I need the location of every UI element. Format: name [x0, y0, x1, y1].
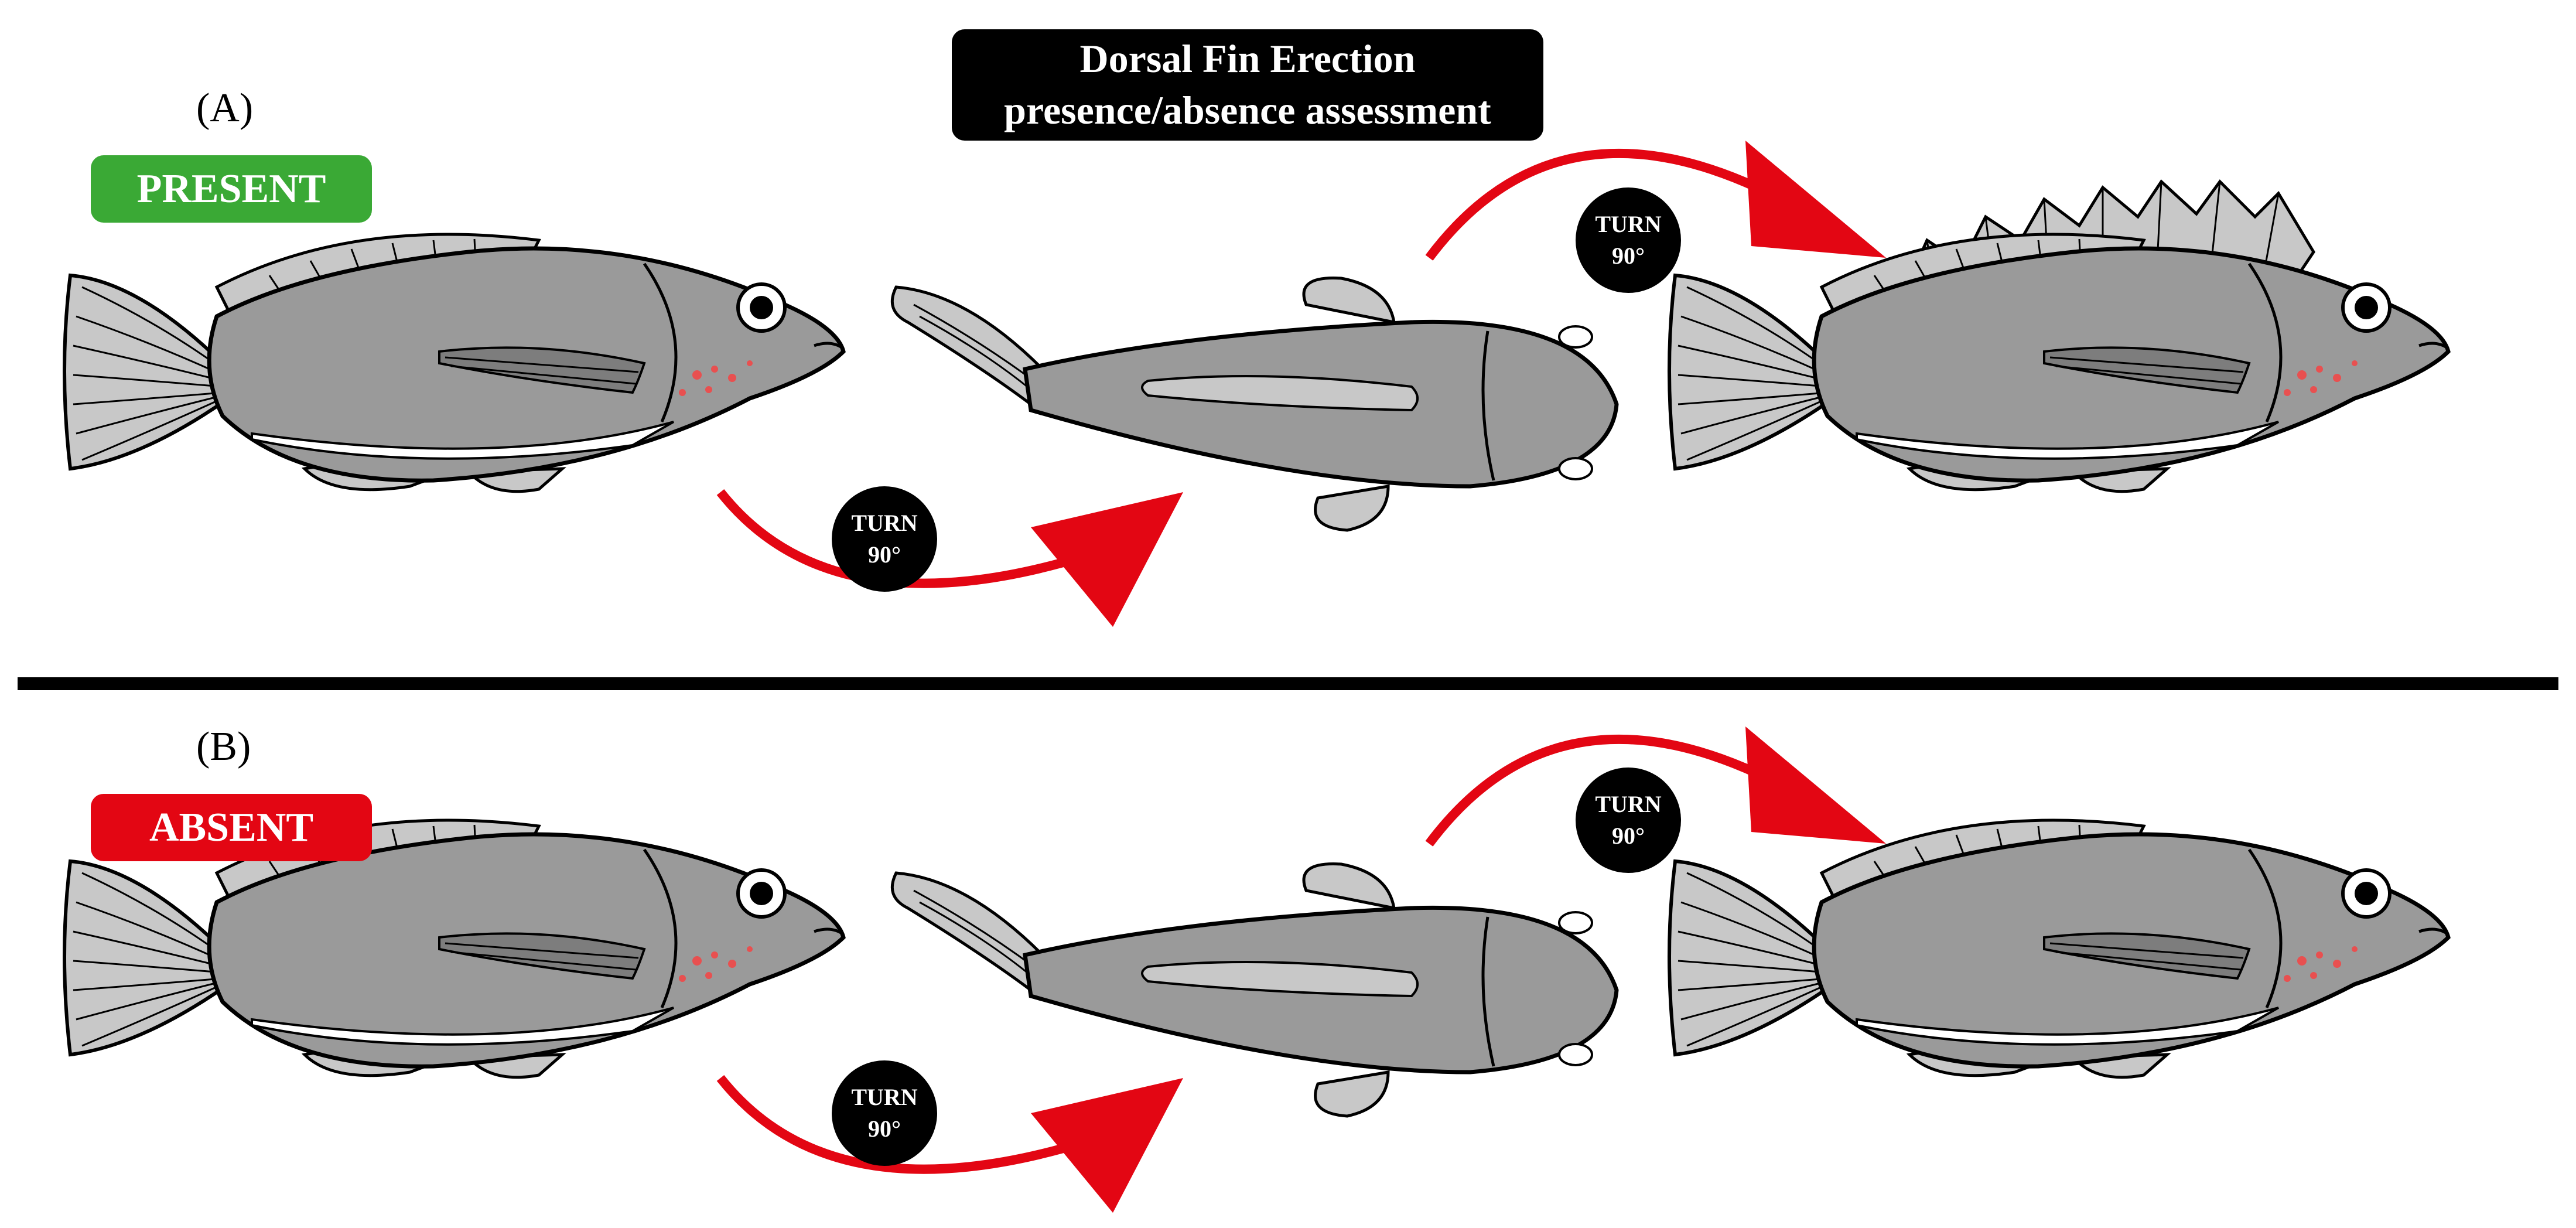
- turn-degrees: 90°: [1612, 243, 1645, 269]
- turn-badge-a-lower: TURN 90°: [832, 486, 937, 592]
- arrowhead-b-upper: [1745, 726, 1886, 844]
- arrow-a-upper: [1425, 148, 1760, 261]
- arrowhead-a-lower: [1031, 492, 1183, 627]
- turn-degrees: 90°: [868, 1116, 901, 1142]
- turn-label: TURN: [851, 510, 918, 536]
- turn-badge-a-upper: TURN 90°: [1576, 187, 1681, 293]
- panel-a-letter: (A): [196, 86, 254, 131]
- status-badge-absent: ABSENT: [91, 794, 372, 861]
- title-line-2: presence/absence assessment: [1004, 88, 1491, 132]
- arrow-b-lower: [716, 1075, 1085, 1174]
- arrow-b-upper: [1425, 734, 1760, 847]
- arrowhead-a-upper: [1745, 141, 1886, 258]
- turn-badge-b-lower: TURN 90°: [832, 1060, 937, 1166]
- arrowhead-b-lower: [1031, 1078, 1183, 1213]
- fish-a-dorsal-view: [892, 278, 1617, 530]
- status-badge-present: PRESENT: [91, 155, 372, 223]
- turn-label: TURN: [1595, 791, 1662, 817]
- turn-degrees: 90°: [1612, 823, 1645, 849]
- turn-degrees: 90°: [868, 541, 901, 568]
- panel-b-letter: (B): [196, 724, 251, 769]
- turn-label: TURN: [1595, 211, 1662, 237]
- fish-a-lateral-start: [64, 234, 843, 492]
- fish-b-lateral-end: [1669, 820, 2448, 1077]
- fish-a-lateral-end: [1669, 234, 2448, 492]
- turn-label: TURN: [851, 1084, 918, 1110]
- title-box: Dorsal Fin Erection presence/absence ass…: [952, 29, 1543, 141]
- title-line-1: Dorsal Fin Erection: [1079, 36, 1416, 81]
- panel-divider: [18, 677, 2558, 690]
- turn-badge-b-upper: TURN 90°: [1576, 768, 1681, 873]
- fish-b-dorsal-view: [892, 864, 1617, 1116]
